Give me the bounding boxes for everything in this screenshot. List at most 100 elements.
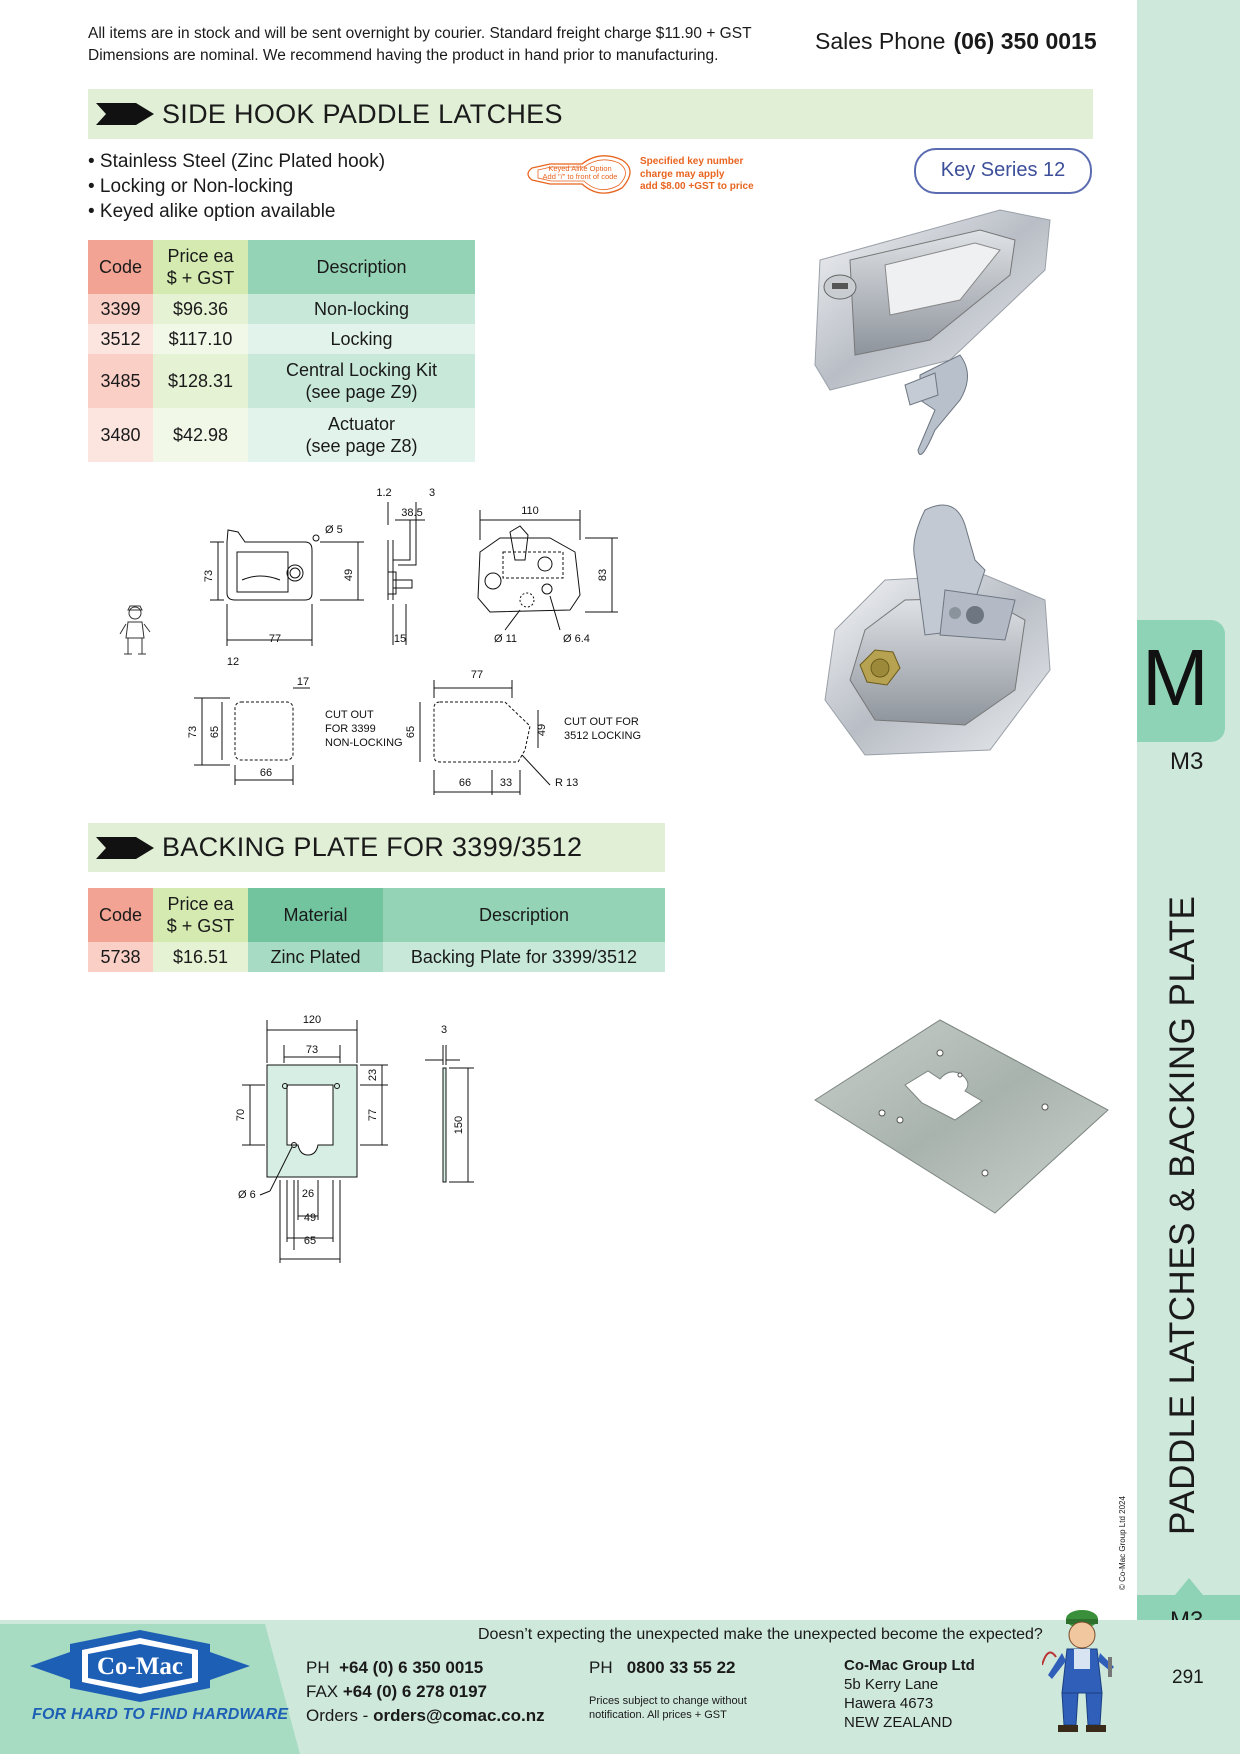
logo-tagline: FOR HARD TO FIND HARDWARE xyxy=(32,1706,289,1723)
row-price: $128.31 xyxy=(153,354,248,408)
keyed-note-line1: Specified key number xyxy=(640,156,744,167)
table-row: 3480 $42.98 Actuator(see page Z8) xyxy=(88,408,475,462)
row-material: Zinc Plated xyxy=(248,942,383,972)
dim-label: Ø 11 xyxy=(494,633,517,645)
fax-label: FAX xyxy=(306,1682,339,1701)
key-series-badge[interactable]: Key Series 12 xyxy=(914,148,1092,194)
row-code: 5738 xyxy=(88,942,153,972)
row-desc-line1: Actuator xyxy=(327,414,396,434)
dim-label: Ø 6.4 xyxy=(563,633,590,645)
phone-label: PH xyxy=(306,1658,330,1677)
dim-label: 33 xyxy=(500,777,512,789)
freephone-number[interactable]: 0800 33 55 22 xyxy=(626,1658,736,1677)
col-code-header: Code xyxy=(88,888,153,942)
dim-label: 83 xyxy=(597,569,609,581)
dim-label: 3 xyxy=(429,487,435,499)
dim-label: 73 xyxy=(306,1044,318,1056)
key-tag-icon: Keyed Alike Option Add "/" to front of c… xyxy=(527,155,631,194)
latch-price-table: Code Price ea$ + GST Description 3399 $9… xyxy=(88,240,475,462)
table-row: 3485 $128.31 Central Locking Kit(see pag… xyxy=(88,354,475,408)
phone-number[interactable]: +64 (0) 6 350 0015 xyxy=(339,1658,484,1677)
row-price: $16.51 xyxy=(153,942,248,972)
feature-item: • Stainless Steel (Zinc Plated hook) xyxy=(88,151,386,172)
dim-label: 23 xyxy=(367,1069,379,1081)
section-letter: M xyxy=(1142,633,1209,722)
table-row: 3512 $117.10 Locking xyxy=(88,324,475,354)
dim-label: Ø 5 xyxy=(325,524,343,536)
vertical-section-title: PADDLE LATCHES & BACKING PLATE xyxy=(1163,895,1202,1535)
disclaimer-line1: Prices subject to change without xyxy=(589,1695,747,1707)
dim-label: 65 xyxy=(304,1235,316,1247)
row-price: $96.36 xyxy=(153,294,248,324)
dim-label: 70 xyxy=(235,1109,247,1121)
backing-plate-photo xyxy=(814,1019,1109,1214)
shipping-notice-line2: Dimensions are nominal. We recommend hav… xyxy=(88,47,719,64)
col-price-header: Price ea$ + GST xyxy=(153,240,248,294)
orders-email-link[interactable]: orders@comac.co.nz xyxy=(373,1706,545,1725)
dim-label: 65 xyxy=(209,726,221,738)
arrow-icon xyxy=(96,103,154,125)
orders-label: Orders - xyxy=(306,1706,369,1725)
fax-number: +64 (0) 6 278 0197 xyxy=(342,1682,488,1701)
row-desc-line2: (see page Z9) xyxy=(305,382,418,402)
logo-text: Co-Mac xyxy=(97,1653,183,1680)
footer-logo-area: Co-Mac xyxy=(0,1624,300,1754)
dim-label: R 13 xyxy=(555,777,578,789)
contact-block: PH +64 (0) 6 350 0015 FAX +64 (0) 6 278 … xyxy=(306,1656,545,1728)
col-price-header-line2: $ + GST xyxy=(166,268,235,288)
feature-list: • Stainless Steel (Zinc Plated hook) • L… xyxy=(88,149,385,224)
cutout1-label: FOR 3399 xyxy=(325,723,376,735)
row-desc: Central Locking Kit(see page Z9) xyxy=(248,354,475,408)
row-desc-line2: (see page Z8) xyxy=(305,436,418,456)
cutout1-label: CUT OUT xyxy=(325,709,374,721)
keyed-tag-line2: Add "/" to front of code xyxy=(543,172,618,181)
keyed-note: Specified key number charge may apply ad… xyxy=(640,156,754,194)
dim-label: 3 xyxy=(441,1024,447,1036)
section1-title: SIDE HOOK PADDLE LATCHES xyxy=(162,98,563,129)
row-price: $117.10 xyxy=(153,324,248,354)
section2-title: BACKING PLATE FOR 3399/3512 xyxy=(162,832,583,862)
freephone-block: PH 0800 33 55 22 xyxy=(589,1656,736,1680)
section-tab-m[interactable] xyxy=(1137,620,1225,742)
dim-label: 49 xyxy=(343,569,355,581)
row-code: 3512 xyxy=(88,324,153,354)
section-code-top: M3 xyxy=(1170,748,1204,775)
sales-phone-number[interactable]: (06) 350 0015 xyxy=(953,28,1097,54)
company-name: Co-Mac Group Ltd xyxy=(844,1657,975,1674)
address-line: NEW ZEALAND xyxy=(844,1714,953,1731)
table-header-row: Code Price ea$ + GST Material Descriptio… xyxy=(88,888,665,942)
address-line: 5b Kerry Lane xyxy=(844,1676,939,1693)
dim-label: 66 xyxy=(459,777,471,789)
address-block: Co-Mac Group Ltd 5b Kerry Lane Hawera 46… xyxy=(844,1656,975,1732)
row-code: 3485 xyxy=(88,354,153,408)
backing-plate-technical-drawing: 120 73 70 23 77 Ø 6 26 49 65 3 150 xyxy=(235,1014,474,1263)
row-desc-line1: Central Locking Kit xyxy=(285,360,438,380)
dim-label: 77 xyxy=(367,1109,379,1121)
keyed-note-line3: add $8.00 +GST to price xyxy=(640,181,754,192)
table-row: 3399 $96.36 Non-locking xyxy=(88,294,475,324)
row-desc: Locking xyxy=(248,324,475,354)
table-header-row: Code Price ea$ + GST Description xyxy=(88,240,475,294)
copyright: © Co-Mac Group Ltd 2024 xyxy=(1118,1496,1127,1590)
dim-label: 17 xyxy=(297,676,309,688)
backing-plate-price-table: Code Price ea$ + GST Material Descriptio… xyxy=(88,888,665,972)
dim-label: 150 xyxy=(453,1116,465,1134)
dim-label: 77 xyxy=(269,633,281,645)
dim-label: 73 xyxy=(187,726,199,738)
latch-front-photo xyxy=(814,209,1051,455)
row-code: 3399 xyxy=(88,294,153,324)
dim-label: 73 xyxy=(203,570,215,582)
mascot-sketch-icon xyxy=(119,605,151,655)
section1-header: SIDE HOOK PADDLE LATCHES xyxy=(88,89,1093,139)
col-desc-header: Description xyxy=(383,888,665,942)
dim-label: 65 xyxy=(405,726,417,738)
col-price-header: Price ea$ + GST xyxy=(153,888,248,942)
latch-technical-drawing: 73 77 12 49 Ø 5 1.2 3 38.5 15 110 83 Ø 1… xyxy=(187,487,641,795)
dim-label: 38.5 xyxy=(401,507,422,519)
sales-phone: Sales Phone(06) 350 0015 xyxy=(815,28,1097,55)
keyed-tag-line1: Keyed Alike Option xyxy=(548,164,611,173)
arrow-icon xyxy=(96,836,154,859)
freephone-label: PH xyxy=(589,1658,613,1677)
orders-line: Orders - orders@comac.co.nz xyxy=(306,1704,545,1728)
mascot-icon xyxy=(1042,1610,1114,1732)
